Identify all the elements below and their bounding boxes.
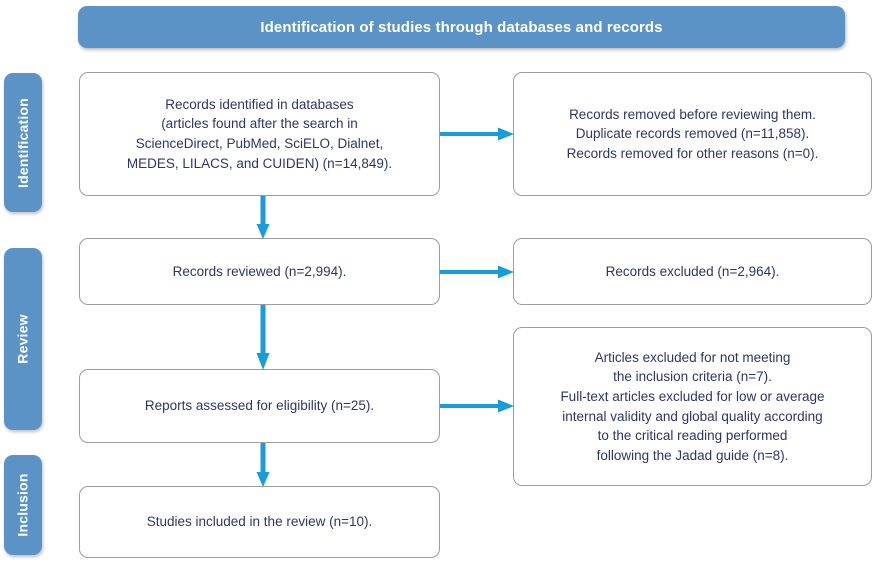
flow-box-text: Studies included in the review (n=10).	[146, 514, 373, 530]
flow-box-records-excluded: Records excluded (n=2,964).	[513, 238, 872, 305]
stage-label-text: Review	[15, 314, 32, 364]
arrow-right-icon-eligibility-to-articles-excluded	[440, 399, 514, 413]
flow-box-text: Records identified in databases (article…	[126, 96, 393, 171]
arrow-right-icon-identified-to-removed	[440, 127, 514, 141]
arrow-down-icon-eligibility-to-included	[256, 443, 270, 487]
diagram-header-banner: Identification of studies through databa…	[78, 6, 845, 48]
stage-label-identification: Identification	[4, 73, 42, 212]
arrow-down-icon-identified-to-reviewed	[256, 196, 270, 239]
flow-box-text: Records excluded (n=2,964).	[605, 263, 780, 279]
stage-label-text: Inclusion	[15, 473, 31, 537]
flow-box-text: Articles excluded for not meeting the in…	[560, 349, 825, 463]
flow-box-articles-excluded: Articles excluded for not meeting the in…	[513, 327, 872, 486]
flow-box-text: Records reviewed (n=2,994).	[172, 263, 347, 279]
flow-box-text: Records removed before reviewing them. D…	[566, 106, 819, 161]
stage-label-review: Review	[4, 248, 42, 430]
stage-label-inclusion: Inclusion	[4, 455, 42, 555]
flow-box-reports-assessed-eligibility: Reports assessed for eligibility (n=25).	[79, 369, 440, 443]
page-title: Identification of studies through databa…	[260, 18, 663, 36]
flow-box-records-reviewed: Records reviewed (n=2,994).	[79, 238, 440, 305]
flow-box-text: Reports assessed for eligibility (n=25).	[144, 398, 375, 414]
stage-label-text: Identification	[15, 97, 32, 188]
flow-box-records-identified: Records identified in databases (article…	[79, 72, 440, 196]
flow-box-studies-included: Studies included in the review (n=10).	[79, 486, 440, 558]
arrow-right-icon-reviewed-to-excluded	[440, 265, 514, 279]
arrow-down-icon-reviewed-to-eligibility	[256, 305, 270, 370]
flow-box-records-removed: Records removed before reviewing them. D…	[513, 72, 872, 196]
